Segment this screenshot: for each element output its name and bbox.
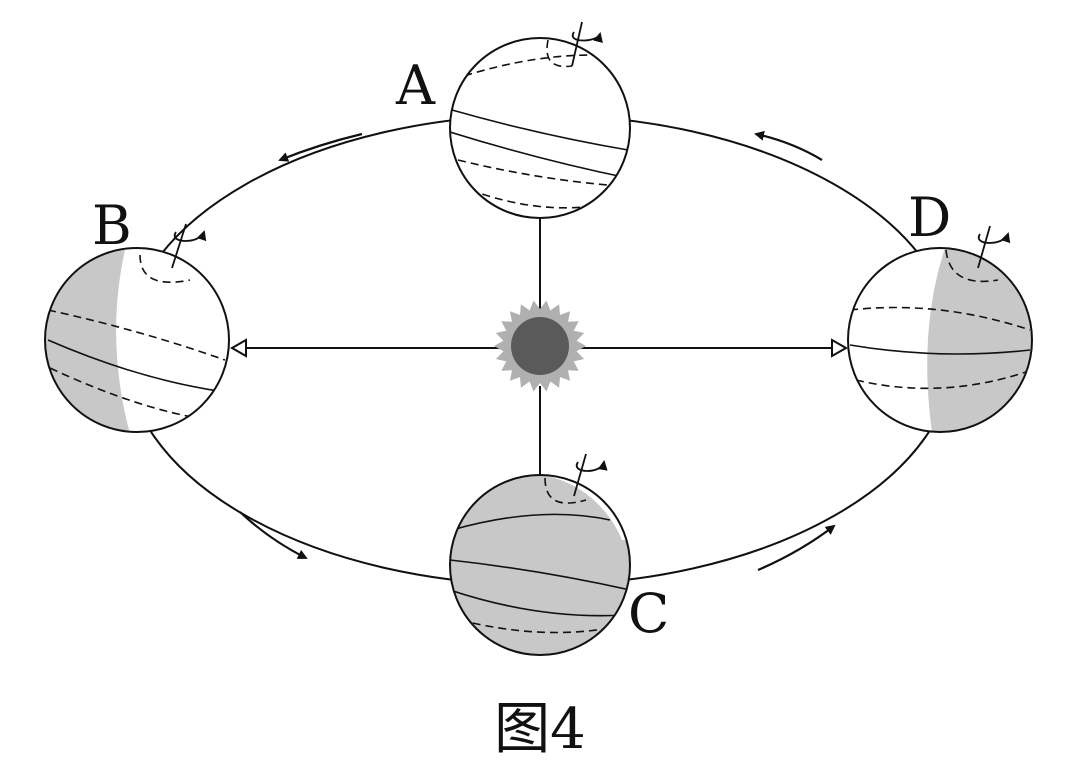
rotation-arrow-icon xyxy=(573,453,608,497)
earth-C xyxy=(449,453,631,656)
label-A: A xyxy=(395,54,436,117)
orbit-arrow-icon xyxy=(278,132,363,162)
rotation-arrow-icon xyxy=(171,223,207,269)
sunlight-lines xyxy=(229,175,849,476)
earth-D xyxy=(847,225,1033,433)
label-C: C xyxy=(628,582,669,645)
orbit-arrow-icon xyxy=(239,511,308,559)
sun-icon xyxy=(494,300,586,392)
orbit-arrows xyxy=(239,130,836,572)
rotation-arrow-icon xyxy=(571,21,603,67)
earth-B xyxy=(44,223,230,433)
orbit-arrow-icon xyxy=(757,524,836,572)
figure-caption: 图4 xyxy=(494,697,586,762)
label-D: D xyxy=(908,186,951,249)
label-B: B xyxy=(92,194,132,257)
orbit-arrow-icon xyxy=(754,130,823,161)
rotation-arrow-icon xyxy=(977,225,1011,269)
earth-A xyxy=(449,21,631,219)
